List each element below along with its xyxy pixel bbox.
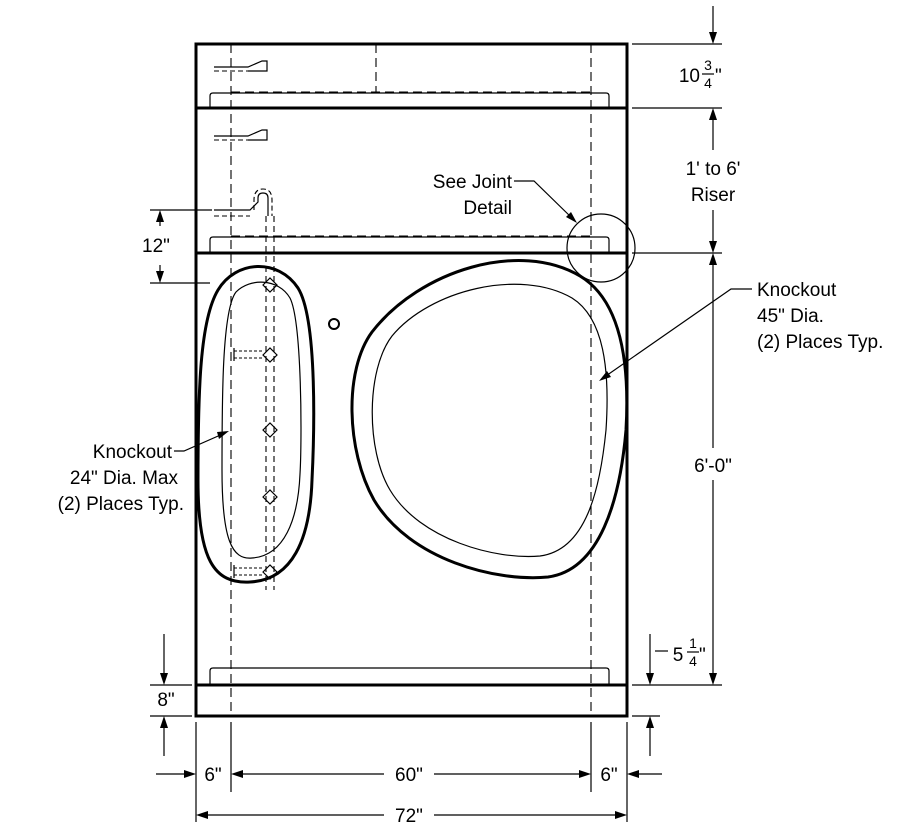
- joint-label-line2: Detail: [463, 198, 512, 219]
- small-knockout: [196, 216, 316, 590]
- small-knockout-label-line2: 24" Dia. Max: [70, 468, 179, 489]
- small-knockout-label-line1: Knockout: [93, 442, 173, 463]
- large-knockout-label-line2: 45" Dia.: [757, 306, 824, 327]
- bottom-offset-num: 1: [689, 635, 697, 651]
- bottom-offset-unit: ": [699, 645, 706, 666]
- right-dimensions: 10 3 4 " 1' to 6' Riser 6'-0" 5 1 4 ": [632, 6, 740, 756]
- large-knockout-label-line1: Knockout: [757, 280, 837, 301]
- left-edge-dim: 6": [204, 765, 221, 786]
- riser-dim-line2: Riser: [691, 185, 736, 206]
- bottom-offset-whole: 5: [673, 645, 684, 666]
- small-knockout-label-line3: (2) Places Typ.: [58, 494, 184, 515]
- left-dimensions: 12" 8": [142, 209, 212, 756]
- hidden-lines: [230, 44, 592, 716]
- top-height-num: 3: [704, 57, 712, 73]
- top-height-unit: ": [715, 66, 722, 87]
- drop-pipe: [233, 216, 278, 590]
- overall-width-dim: 72": [395, 806, 423, 827]
- joint-detail-circle: [566, 213, 636, 283]
- top-height-whole: 10: [679, 66, 700, 87]
- bottom-dimensions: 6" 60" 6" 72": [156, 722, 662, 827]
- riser-dim-line1: 1' to 6': [686, 159, 741, 180]
- large-knockout-callout: Knockout 45" Dia. (2) Places Typ.: [599, 280, 883, 381]
- right-edge-dim: 6": [600, 765, 617, 786]
- riser-joint-profile: [209, 236, 610, 253]
- structure-body: [194, 42, 629, 718]
- small-knockout-inner: [221, 281, 302, 559]
- top-height-den: 4: [704, 75, 712, 91]
- base-joint-profile: [209, 667, 610, 685]
- small-knockout-callout: Knockout 24" Dia. Max (2) Places Typ.: [58, 431, 229, 515]
- step-rung: [214, 129, 268, 141]
- step-rung-with-pipe: [214, 188, 273, 217]
- bottom-offset-den: 4: [689, 653, 697, 669]
- joint-callout: See Joint Detail: [433, 172, 577, 223]
- lift-hole: [328, 318, 340, 330]
- base-height-dim: 8": [157, 690, 174, 711]
- joint-profiles: [209, 92, 610, 685]
- large-knockout-label-line3: (2) Places Typ.: [757, 332, 883, 353]
- pipe-offset-dim: 12": [142, 236, 170, 257]
- main-height-dim: 6'-0": [694, 456, 732, 477]
- joint-label-line1: See Joint: [433, 172, 513, 193]
- inner-width-dim: 60": [395, 765, 423, 786]
- large-knockout-outer: [350, 259, 629, 580]
- large-knockout-inner: [371, 283, 608, 558]
- small-knockout-outer: [196, 265, 316, 584]
- top-joint-profile: [209, 92, 610, 108]
- step-rung: [214, 60, 268, 72]
- step-rungs: [214, 60, 273, 217]
- large-knockout: [350, 259, 629, 580]
- structure-outline: [194, 42, 629, 718]
